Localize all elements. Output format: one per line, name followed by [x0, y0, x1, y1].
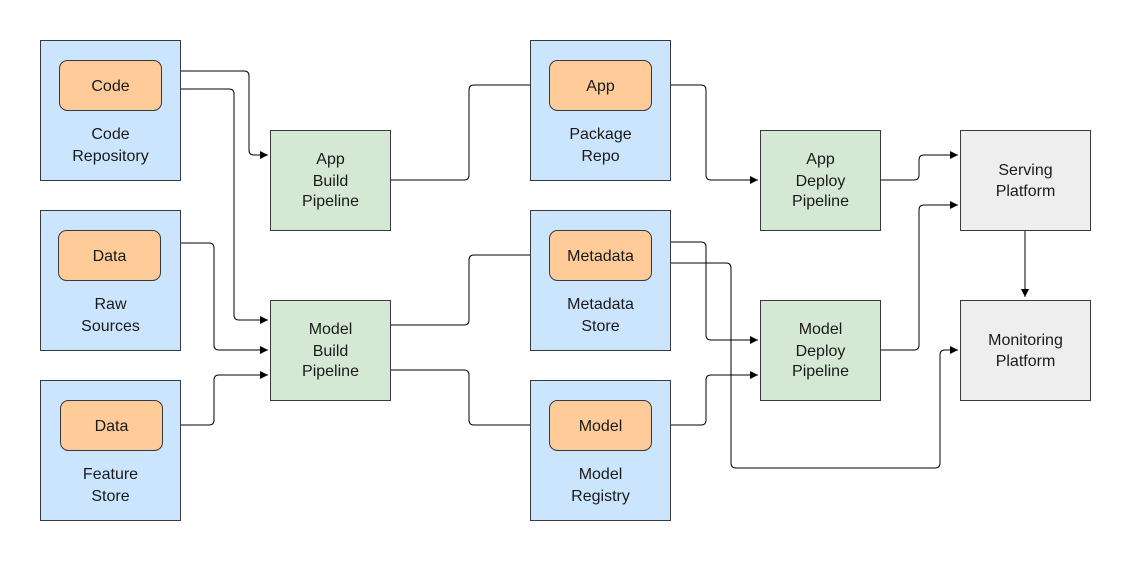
monitoring-platform-label-line2: Platform	[996, 353, 1056, 370]
metadata-item-label: Metadata	[567, 248, 634, 265]
serving-platform-label-line1: Serving	[998, 162, 1052, 179]
edge-metadata-to-model-deploy	[651, 241, 758, 344]
model-item	[549, 400, 652, 451]
edge-app-deploy-to-serving	[880, 151, 958, 181]
code-repository-label-line2: Repository	[72, 148, 148, 165]
model-item-label: Model	[579, 418, 623, 435]
edge-code-to-app-build	[162, 70, 268, 159]
model-deploy-label-line2: Deploy	[796, 343, 846, 360]
feature-data-item	[60, 400, 163, 451]
metadata-item	[549, 230, 652, 281]
metadata-store-label-line1: Metadata	[567, 296, 634, 313]
app-item-label: App	[586, 78, 615, 95]
app-deploy-label-line3: Pipeline	[792, 193, 849, 210]
edge-app-build-to-app	[390, 81, 548, 181]
serving-platform: Serving Platform	[960, 130, 1091, 231]
model-build-label-line2: Build	[313, 343, 349, 360]
edge-raw-data-to-model-build	[160, 242, 268, 354]
metadata-store-label-line2: Store	[581, 318, 619, 335]
package-repo-label-line2: Repo	[581, 148, 619, 165]
app-deploy-label-line1: App	[806, 151, 835, 168]
app-build-label-line3: Pipeline	[302, 193, 359, 210]
connectors	[160, 70, 1029, 469]
model-registry-container: Model Model Registry	[530, 380, 671, 521]
code-repository-label-line1: Code	[91, 126, 129, 143]
app-deploy-label-line2: Deploy	[796, 173, 846, 190]
model-deploy-label-line1: Model	[799, 321, 843, 338]
monitoring-platform: Monitoring Platform	[960, 300, 1091, 401]
feature-store-container: Data Feature Store	[40, 380, 181, 521]
edge-model-deploy-to-serving	[880, 201, 958, 351]
model-build-label-line1: Model	[309, 321, 353, 338]
raw-data-item	[58, 230, 161, 281]
app-build-pipeline: App Build Pipeline	[270, 130, 391, 231]
raw-sources-label-line1: Raw	[94, 296, 126, 313]
model-build-pipeline: Model Build Pipeline	[270, 300, 391, 401]
app-item	[549, 60, 652, 111]
code-item-label: Code	[91, 78, 129, 95]
raw-sources-container: Data Raw Sources	[40, 210, 181, 351]
edge-model-build-to-model	[390, 369, 548, 429]
edge-code-to-model-build	[162, 88, 268, 324]
model-registry-label-line1: Model	[579, 466, 623, 483]
edge-app-to-app-deploy	[651, 84, 758, 184]
edge-model-build-to-metadata	[390, 251, 548, 326]
model-build-label-line3: Pipeline	[302, 363, 359, 380]
feature-store-label-line2: Store	[91, 488, 129, 505]
code-repository-container: Code Code Repository	[40, 40, 181, 181]
raw-data-item-label: Data	[93, 248, 127, 265]
code-item	[59, 60, 162, 111]
app-deploy-pipeline: App Deploy Pipeline	[760, 130, 881, 231]
metadata-store-container: Metadata Metadata Store	[530, 210, 671, 351]
feature-store-label-line1: Feature	[83, 466, 138, 483]
app-build-label-line1: App	[316, 151, 345, 168]
model-deploy-pipeline: Model Deploy Pipeline	[760, 300, 881, 401]
package-repo-container: App Package Repo	[530, 40, 671, 181]
model-registry-label-line2: Registry	[571, 488, 630, 505]
app-build-label-line2: Build	[313, 173, 349, 190]
raw-sources-label-line2: Sources	[81, 318, 140, 335]
serving-platform-label-line2: Platform	[996, 183, 1056, 200]
feature-data-item-label: Data	[95, 418, 129, 435]
model-deploy-label-line3: Pipeline	[792, 363, 849, 380]
monitoring-platform-label-line1: Monitoring	[988, 332, 1063, 349]
edge-metadata-to-monitoring	[651, 262, 958, 469]
edge-feature-data-to-model-build	[162, 371, 268, 426]
edge-model-to-model-deploy	[651, 371, 758, 426]
package-repo-label-line1: Package	[569, 126, 631, 143]
